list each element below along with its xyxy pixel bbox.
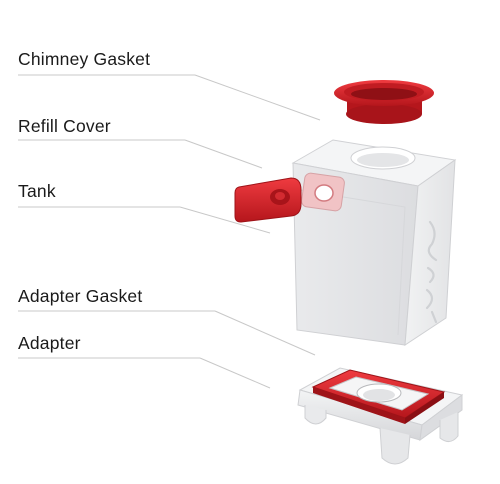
- label-adapter-gasket: Adapter Gasket: [18, 286, 143, 306]
- chimney-gasket: [334, 80, 434, 124]
- leader-line-adapter-diag: [199, 357, 271, 389]
- leader-line-adapter-gasket-diag: [214, 310, 316, 356]
- leader-line-tank-diag: [179, 206, 271, 234]
- label-tank: Tank: [18, 181, 56, 201]
- refill-cover: [234, 177, 302, 223]
- leader-line-chimney-gasket-diag: [194, 74, 321, 121]
- logo-emboss-icon: [425, 220, 438, 324]
- label-chimney-gasket: Chimney Gasket: [18, 49, 151, 69]
- tank: [291, 139, 457, 346]
- label-adapter: Adapter: [18, 333, 81, 353]
- adapter-gasket: [311, 369, 446, 424]
- leader-line-refill-cover-diag: [184, 139, 263, 169]
- label-refill-cover: Refill Cover: [18, 116, 111, 136]
- leader-lines: [18, 74, 321, 389]
